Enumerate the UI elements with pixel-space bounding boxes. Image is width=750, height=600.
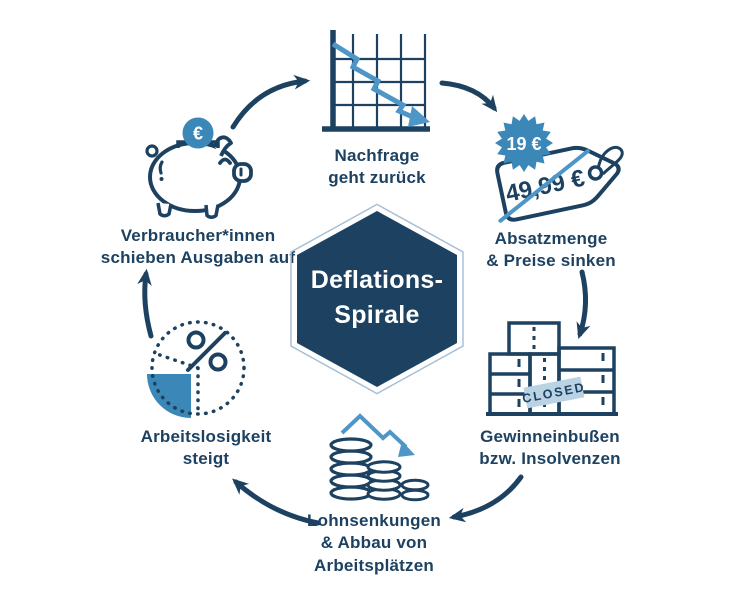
arrow-coins-to-pie bbox=[232, 478, 321, 526]
node-lohnsenkungen bbox=[327, 407, 445, 507]
pig-leg-back bbox=[156, 202, 173, 218]
pig-body bbox=[148, 141, 242, 213]
arrow-chart-to-tag bbox=[439, 80, 498, 113]
label-gewinneinbussen: Gewinneinbußen bzw. Insolvenzen bbox=[479, 427, 621, 469]
tag-hole bbox=[587, 165, 604, 181]
euro-coin bbox=[182, 117, 214, 149]
label-verbraucher: Verbraucher*innen schieben Ausgaben auf bbox=[100, 226, 296, 268]
node-nachfrage bbox=[320, 28, 432, 140]
closed-warehouse-icon: CLOSED bbox=[486, 321, 618, 416]
badge-price-text: 19 € bbox=[506, 134, 541, 154]
hexagon-outline bbox=[290, 203, 464, 395]
pig-leg-front bbox=[204, 204, 220, 219]
declining-trend-line bbox=[331, 41, 417, 121]
pie-chart-percent-icon bbox=[147, 320, 246, 418]
coin-stack-large bbox=[329, 437, 373, 501]
discount-starburst bbox=[495, 114, 553, 172]
coin-stack-medium bbox=[366, 460, 402, 501]
declining-trend-line bbox=[340, 413, 408, 449]
euro-symbol: € bbox=[193, 124, 203, 144]
percent-icon bbox=[186, 330, 228, 372]
price-tag-icon: 49,99 € 19 € bbox=[495, 114, 624, 223]
trend-arrowhead bbox=[398, 441, 415, 457]
pig-shine-mark bbox=[158, 160, 164, 175]
label-nachfrage: Nachfrage geht zurück bbox=[328, 146, 426, 188]
diagram-title: Deflations- Spirale bbox=[310, 266, 444, 329]
node-verbraucher: € bbox=[138, 103, 260, 221]
dashed-circle bbox=[150, 320, 246, 416]
label-lohnsenkungen: Lohnsenkungen & Abbau von Arbeitsplätzen bbox=[307, 511, 441, 575]
piggy-bank-icon: € bbox=[145, 117, 253, 219]
tag-string bbox=[596, 145, 624, 175]
node-arbeitslosigkeit bbox=[128, 313, 258, 425]
label-arbeitslosigkeit: Arbeitslosigkeit steigt bbox=[140, 427, 272, 469]
center-hexagon bbox=[288, 203, 466, 395]
pie-wedge bbox=[147, 374, 191, 418]
arrow-warehouse-to-coins bbox=[448, 474, 524, 523]
hexagon-fill bbox=[297, 211, 457, 387]
node-gewinneinbussen: CLOSED bbox=[486, 316, 618, 424]
price-strikethrough bbox=[498, 149, 590, 223]
coin-stacks-decline-icon bbox=[329, 413, 430, 502]
node-absatzmenge: 49,99 € 19 € bbox=[488, 112, 633, 237]
pig-tail bbox=[145, 144, 159, 158]
pig-shine-dot bbox=[159, 177, 164, 181]
coin-stack-small bbox=[400, 478, 430, 502]
pig-eye bbox=[218, 157, 232, 165]
label-absatzmenge: Absatzmenge & Preise sinken bbox=[486, 229, 616, 271]
trend-arrowhead bbox=[408, 106, 430, 127]
declining-line-chart-icon bbox=[322, 30, 430, 132]
